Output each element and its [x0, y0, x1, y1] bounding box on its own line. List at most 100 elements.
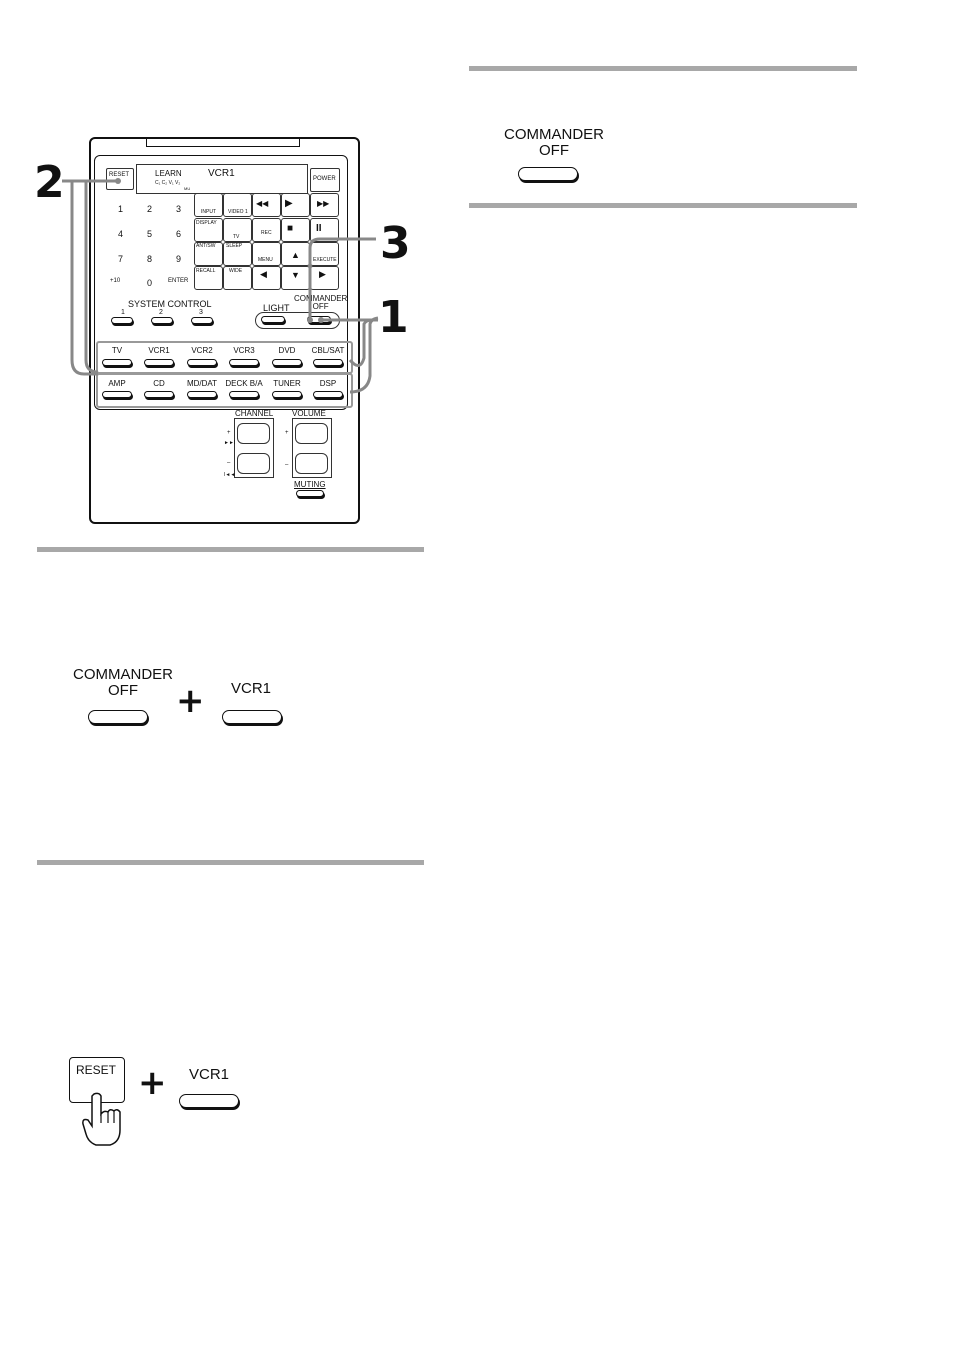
input-button[interactable]: [313, 359, 343, 366]
keypad-button[interactable]: [252, 218, 281, 242]
input-button[interactable]: [144, 391, 174, 398]
step-b-plus-sign: +: [138, 1063, 167, 1103]
input-button[interactable]: [102, 391, 132, 398]
section-rule-top-right: [469, 66, 857, 71]
keypad-button[interactable]: [252, 193, 281, 217]
input-button[interactable]: [187, 391, 217, 398]
arrow-up-icon: ▲: [291, 250, 300, 260]
display-mu: MU: [184, 186, 191, 191]
keypad-small-label: VIDEO 1: [228, 209, 248, 215]
keypad-button[interactable]: [223, 218, 252, 242]
keypad-button[interactable]: [223, 266, 252, 290]
step-a-plus-sign: +: [176, 681, 205, 721]
keypad-small-label: SLEEP: [226, 243, 243, 249]
system-control-3-button[interactable]: [191, 317, 213, 324]
keypad-button[interactable]: [281, 193, 310, 217]
light-label: LIGHT: [263, 303, 290, 313]
input-button[interactable]: [144, 359, 174, 366]
input-label: CD: [153, 379, 165, 388]
keypad-small-label: INPUT: [201, 209, 216, 215]
keypad-button[interactable]: [194, 193, 223, 217]
keypad-button[interactable]: [194, 242, 223, 266]
digit-key[interactable]: 5: [147, 229, 153, 239]
stop-icon: ■: [287, 223, 294, 234]
arrow-right-icon: ▶: [319, 269, 326, 279]
keypad-button[interactable]: [252, 266, 281, 290]
keypad-button[interactable]: [310, 266, 339, 290]
learn-label: LEARN: [155, 169, 182, 178]
power-label: POWER: [313, 176, 336, 182]
digit-key[interactable]: 1: [118, 204, 124, 214]
keypad-small-label: WIDE: [229, 268, 243, 274]
keypad-small-label: REC: [261, 230, 272, 236]
keypad-button[interactable]: [281, 242, 310, 266]
keypad-button[interactable]: [194, 218, 223, 242]
keypad-small-label: MENU: [258, 257, 273, 263]
commander-off-button[interactable]: [518, 167, 578, 181]
digit-key[interactable]: 3: [176, 204, 182, 214]
section-rule-left-2: [37, 860, 424, 865]
digit-key[interactable]: 0: [147, 278, 153, 288]
channel-down-button[interactable]: [237, 453, 270, 474]
system-control-1-button[interactable]: [111, 317, 133, 324]
digit-key[interactable]: 4: [118, 229, 124, 239]
input-button[interactable]: [229, 391, 259, 398]
callout-1: 1: [378, 292, 409, 343]
step-b-vcr1-button[interactable]: [179, 1094, 239, 1108]
input-button[interactable]: [102, 359, 132, 366]
keypad-button[interactable]: [223, 242, 252, 266]
digit-key[interactable]: 9: [176, 254, 182, 264]
step-a-vcr1-caption: VCR1: [231, 680, 272, 697]
digit-key[interactable]: 7: [118, 254, 124, 264]
display-mode: VCR1: [208, 168, 235, 179]
system-control-2-button[interactable]: [151, 317, 173, 324]
input-button[interactable]: [187, 359, 217, 366]
channel-minus-label: –: [227, 460, 231, 466]
system-control-3-label: 3: [199, 309, 203, 316]
reset-button[interactable]: [106, 168, 134, 190]
fast-forward-icon: ▶▶: [317, 199, 330, 208]
light-button[interactable]: [261, 316, 285, 323]
digit-key[interactable]: +10: [110, 278, 121, 284]
input-label: TUNER: [273, 379, 301, 388]
keypad-button[interactable]: [223, 193, 252, 217]
channel-label: CHANNEL: [235, 409, 274, 418]
keypad-small-label: TV: [233, 234, 240, 240]
section-rule-left-1: [37, 547, 424, 552]
digit-key[interactable]: ENTER: [168, 278, 189, 284]
section-rule-mid-right: [469, 203, 857, 208]
volume-down-button[interactable]: [295, 453, 328, 474]
keypad-button[interactable]: [281, 218, 310, 242]
keypad-small-label: EXECUTE: [313, 257, 337, 263]
digit-key[interactable]: 6: [176, 229, 182, 239]
keypad-button[interactable]: [281, 266, 310, 290]
step-a-vcr1-button[interactable]: [222, 710, 282, 724]
volume-up-button[interactable]: [295, 423, 328, 444]
input-button[interactable]: [229, 359, 259, 366]
power-button[interactable]: [310, 168, 340, 192]
remote-top-tab: [146, 137, 300, 147]
input-button[interactable]: [313, 391, 343, 398]
keypad-button[interactable]: [252, 242, 281, 266]
input-label: VCR2: [191, 346, 213, 355]
channel-back-icon: I◄◄: [224, 472, 236, 478]
volume-minus-label: –: [285, 462, 289, 468]
digit-key[interactable]: 8: [147, 254, 153, 264]
keypad-small-label: RECALL: [196, 268, 216, 274]
keypad-button[interactable]: [310, 193, 339, 217]
step-a-commander-off-button[interactable]: [88, 710, 148, 724]
muting-button[interactable]: [296, 490, 324, 497]
input-label: DVD: [278, 346, 296, 355]
channel-up-button[interactable]: [237, 423, 270, 444]
digit-key[interactable]: 2: [147, 204, 153, 214]
arrow-down-icon: ▼: [291, 270, 300, 280]
input-button[interactable]: [272, 391, 302, 398]
input-label: DSP: [319, 379, 337, 388]
keypad-small-label: DISPLAY: [196, 220, 217, 226]
keypad-small-label: ANT/SW: [196, 243, 216, 249]
input-label: DECK B/A: [225, 379, 263, 388]
input-button[interactable]: [272, 359, 302, 366]
pointing-hand-icon: [82, 1092, 121, 1146]
play-icon: ▶: [285, 198, 293, 209]
keypad-button[interactable]: [194, 266, 223, 290]
